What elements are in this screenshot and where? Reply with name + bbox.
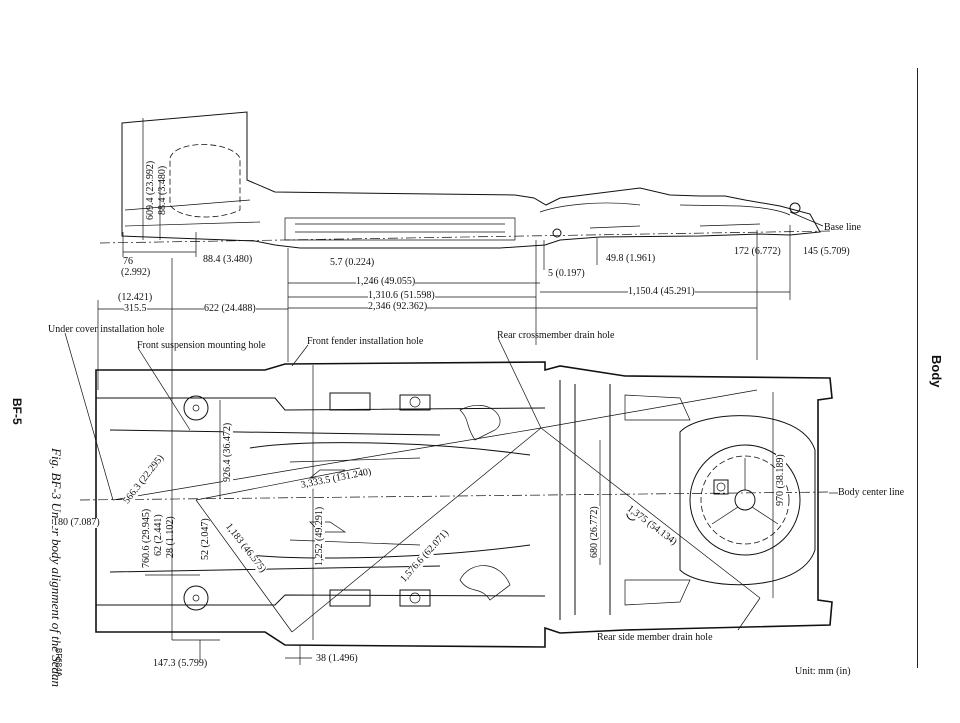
dim-5-7: 5.7 (0.224) bbox=[330, 257, 375, 268]
dim-609-4: 609.4 (23.992) bbox=[145, 160, 156, 220]
right-margin-rule bbox=[917, 68, 918, 668]
dim-49-8: 49.8 (1.961) bbox=[606, 253, 656, 264]
dim-760: 760.6 (29.945) bbox=[141, 508, 152, 568]
dim-1246: 1,246 (49.055) bbox=[356, 276, 416, 287]
dim-62: 62 (2.441) bbox=[153, 514, 164, 556]
dim-145: 145 (5.709) bbox=[803, 246, 850, 257]
dim-5: 5 (0.197) bbox=[548, 268, 585, 279]
body-center-line bbox=[79, 491, 831, 501]
side-view-profile bbox=[121, 111, 821, 249]
callout-front-suspension-hole: Front suspension mounting hole bbox=[137, 340, 266, 351]
dim-38: 38 (1.496) bbox=[316, 653, 358, 664]
dim-1150: 1,150.4 (45.291) bbox=[628, 286, 695, 297]
dim-315-5: 315.5 bbox=[124, 303, 147, 314]
diagonal-dimension-lines bbox=[95, 365, 774, 665]
callout-rear-crossmember-hole: Rear crossmember drain hole bbox=[497, 330, 615, 341]
dim-172: 172 (6.772) bbox=[734, 246, 781, 257]
unit-note: Unit: mm (in) bbox=[795, 666, 851, 677]
callout-body-center-line: Body center line bbox=[838, 487, 905, 498]
upper-dimension-lines bbox=[97, 118, 791, 640]
dim-28: 28 (1.102) bbox=[165, 516, 176, 558]
dim-52: 52 (2.047) bbox=[200, 518, 211, 560]
dim-1310: 1,310.6 (51.598) bbox=[368, 290, 435, 301]
callout-front-fender-hole: Front fender installation hole bbox=[307, 336, 424, 347]
dim-147: 147.3 (5.799) bbox=[153, 658, 208, 669]
callout-under-cover-hole: Under cover installation hole bbox=[48, 324, 165, 335]
dim-1252: 1,252 (49.291) bbox=[314, 506, 325, 566]
callout-leaders bbox=[64, 211, 838, 631]
base-line bbox=[99, 230, 831, 244]
dim-180: 180 (7.087) bbox=[53, 517, 100, 528]
dim-680: 680 (26.772) bbox=[589, 506, 600, 558]
dim-622: 622 (24.488) bbox=[204, 303, 256, 314]
dim-88-4-h: 88.4 (3.480) bbox=[203, 254, 253, 265]
dim-970: 970 (38.189) bbox=[775, 454, 786, 506]
dim-88-4-v: 88.4 (3.480) bbox=[157, 165, 168, 215]
dim-926: 926.4 (36.472) bbox=[222, 422, 233, 482]
dim-12-421: (12.421) bbox=[118, 292, 153, 303]
dim-2-992: (2.992) bbox=[121, 267, 151, 278]
plan-view bbox=[95, 361, 833, 648]
callout-rear-side-member-hole: Rear side member drain hole bbox=[597, 632, 713, 643]
callout-base-line: Base line bbox=[824, 222, 861, 233]
dim-76: 76 bbox=[123, 256, 133, 267]
dim-2346: 2,346 (92.362) bbox=[368, 301, 428, 312]
